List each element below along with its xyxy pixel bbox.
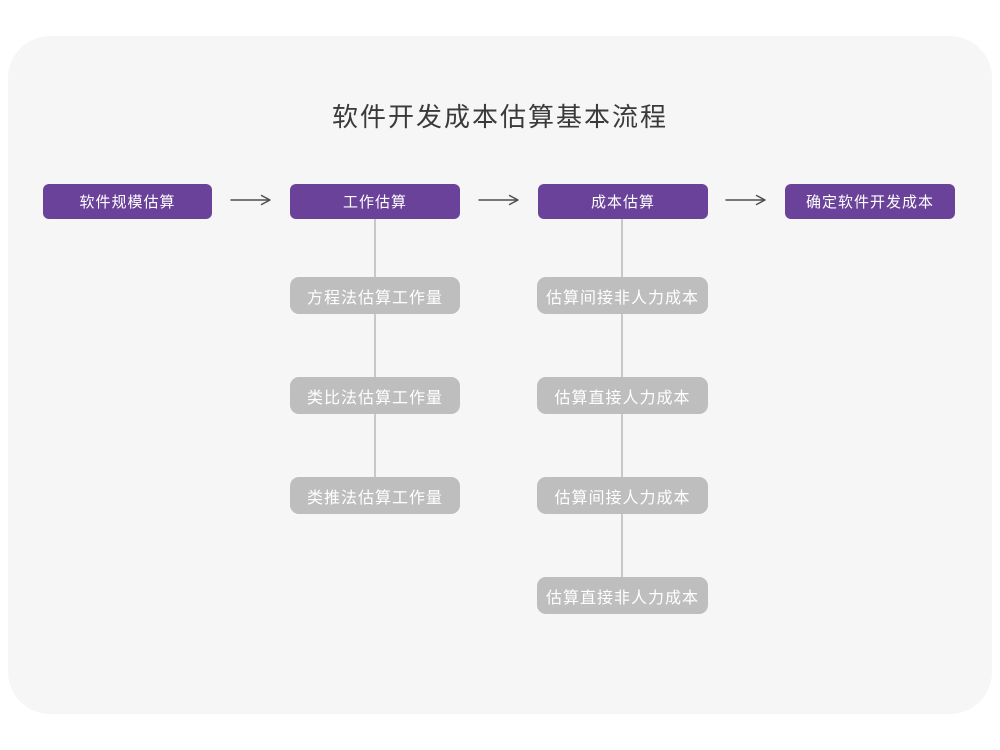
node-label: 估算直接人力成本 [554, 389, 691, 407]
node-label: 工作估算 [342, 194, 407, 211]
node-label: 确定软件开发成本 [805, 194, 934, 211]
node-indirect-non-labor-cost: 估算间接非人力成本 [537, 277, 708, 314]
node-scale-estimation: 软件规模估算 [43, 184, 212, 219]
node-equation-method: 方程法估算工作量 [290, 277, 460, 314]
node-analogy-method: 类比法估算工作量 [290, 377, 460, 414]
node-label: 类推法估算工作量 [306, 489, 443, 507]
node-direct-labor-cost: 估算直接人力成本 [537, 377, 708, 414]
node-label: 估算间接人力成本 [554, 489, 691, 507]
node-effort-estimation: 工作估算 [290, 184, 460, 219]
flowchart-card [8, 36, 992, 714]
arrow-right-icon [477, 193, 521, 207]
node-cost-estimation: 成本估算 [538, 184, 708, 219]
node-label: 估算直接非人力成本 [545, 589, 699, 607]
connector-line-effort-column [374, 219, 376, 497]
node-label: 成本估算 [590, 194, 655, 211]
node-indirect-labor-cost: 估算间接人力成本 [537, 477, 708, 514]
node-label: 方程法估算工作量 [306, 289, 443, 307]
node-direct-non-labor-cost: 估算直接非人力成本 [537, 577, 708, 614]
page-title: 软件开发成本估算基本流程 [331, 102, 668, 132]
node-final-development-cost: 确定软件开发成本 [785, 184, 955, 219]
node-label: 估算间接非人力成本 [545, 289, 699, 307]
node-extrapolation-method: 类推法估算工作量 [290, 477, 460, 514]
node-label: 类比法估算工作量 [306, 389, 443, 407]
arrow-right-icon [229, 193, 273, 207]
arrow-right-icon [724, 193, 768, 207]
node-label: 软件规模估算 [79, 194, 176, 211]
